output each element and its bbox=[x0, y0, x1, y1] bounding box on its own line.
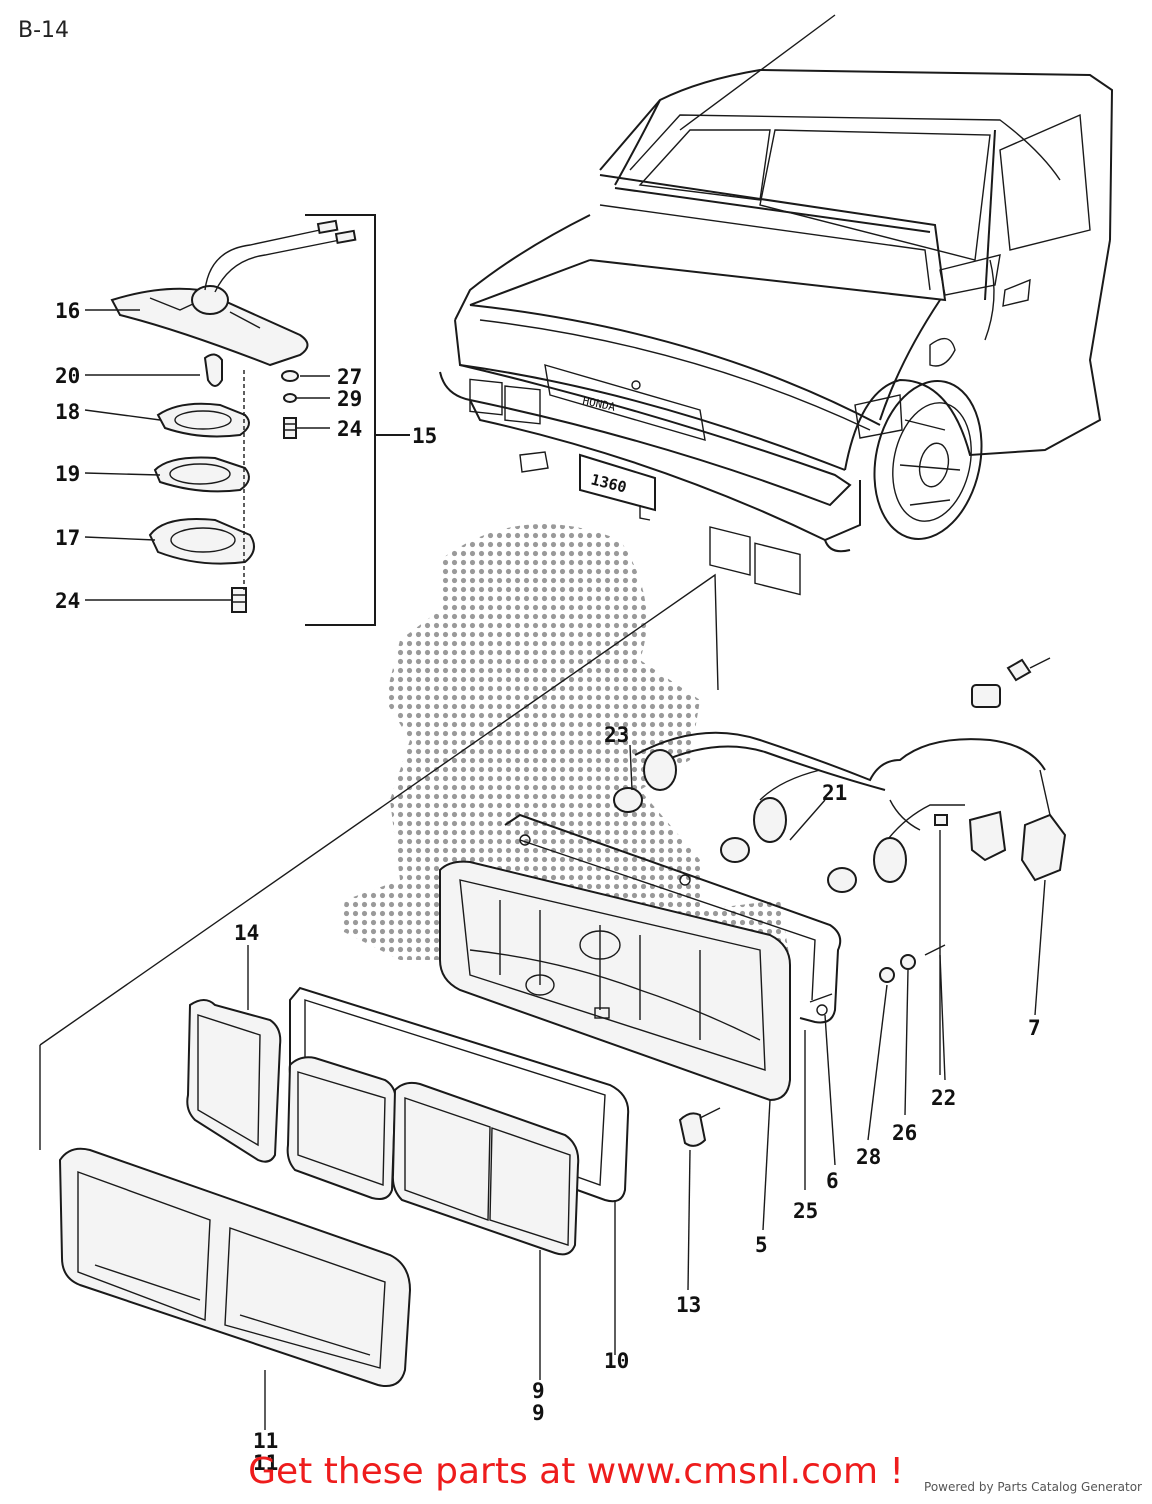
callout-11-upper: 11 bbox=[253, 1429, 278, 1453]
callout-9-lower: 9 bbox=[532, 1401, 545, 1425]
callout-11-lower: 11 bbox=[253, 1451, 278, 1475]
callout-15: 15 bbox=[412, 424, 437, 448]
callout-20: 20 bbox=[55, 364, 80, 388]
page-code: B-14 bbox=[18, 18, 70, 43]
callout-9-upper: 9 bbox=[532, 1379, 545, 1403]
callout-22: 22 bbox=[931, 1086, 956, 1110]
tail-light-assembly bbox=[39, 573, 1067, 1387]
car-illustration: HONDA 1360 bbox=[439, 14, 1114, 596]
callout-13: 13 bbox=[676, 1293, 701, 1317]
leader-lines bbox=[84, 309, 1046, 1430]
callout-21: 21 bbox=[822, 781, 847, 805]
powered-by-text: Powered by Parts Catalog Generator bbox=[924, 1480, 1142, 1494]
callout-10: 10 bbox=[604, 1349, 629, 1373]
license-light-assembly bbox=[110, 214, 410, 626]
callout-29: 29 bbox=[337, 387, 362, 411]
callout-18: 18 bbox=[55, 400, 80, 424]
callout-23: 23 bbox=[604, 723, 629, 747]
callout-labels: 16 20 27 29 18 24 15 19 17 24 23 21 14 7… bbox=[55, 299, 1041, 1475]
callout-28: 28 bbox=[856, 1145, 881, 1169]
license-plate-text: 1360 bbox=[589, 470, 628, 496]
car-badge-text: HONDA bbox=[581, 394, 616, 414]
callout-14: 14 bbox=[234, 921, 259, 945]
callout-24-lower: 24 bbox=[55, 589, 80, 613]
callout-25: 25 bbox=[793, 1199, 818, 1223]
watermark-emblem bbox=[340, 524, 790, 970]
callout-17: 17 bbox=[55, 526, 80, 550]
bulb-socket-upper bbox=[613, 749, 677, 813]
callout-5: 5 bbox=[755, 1233, 768, 1257]
callout-6: 6 bbox=[826, 1169, 839, 1193]
callout-16: 16 bbox=[55, 299, 80, 323]
promo-link[interactable]: Get these parts at www.cmsnl.com ! bbox=[248, 1451, 904, 1492]
callout-7: 7 bbox=[1028, 1016, 1041, 1040]
bulb-socket-lower bbox=[827, 837, 907, 893]
callout-26: 26 bbox=[892, 1121, 917, 1145]
callout-27: 27 bbox=[337, 365, 362, 389]
callout-19: 19 bbox=[55, 462, 80, 486]
bulb-socket-middle bbox=[720, 797, 787, 863]
callout-24-upper: 24 bbox=[337, 417, 362, 441]
